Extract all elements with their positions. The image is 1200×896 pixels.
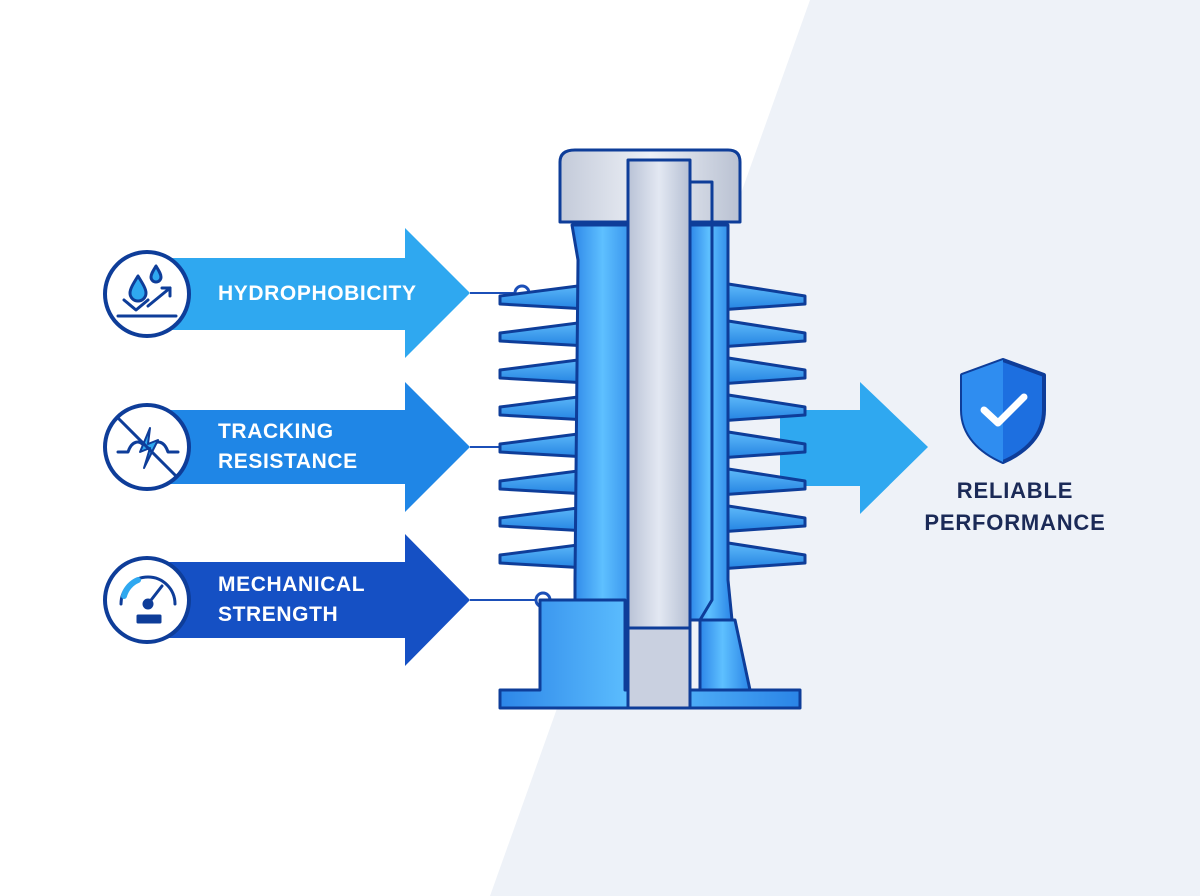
water-drops-icon bbox=[116, 264, 178, 318]
hydrophobicity-label: HYDROPHOBICITY bbox=[218, 279, 417, 309]
hydrophobicity-arrow bbox=[160, 228, 470, 358]
mechanical-strength-arrow bbox=[160, 534, 470, 666]
gauge-icon bbox=[119, 575, 177, 624]
tracking-text: TRACKING bbox=[218, 420, 334, 443]
tracking-resistance-label: TRACKING RESISTANCE bbox=[218, 417, 358, 477]
resistance-text: RESISTANCE bbox=[218, 450, 358, 473]
reliable-text: RELIABLE bbox=[956, 478, 1074, 503]
mechanical-strength-label: MECHANICAL STRENGTH bbox=[218, 570, 365, 630]
insulator bbox=[498, 148, 807, 710]
performance-text: PERFORMANCE bbox=[924, 510, 1106, 535]
strength-text: STRENGTH bbox=[218, 603, 339, 626]
shield-check-icon bbox=[960, 358, 1046, 464]
output-arrow bbox=[780, 382, 928, 514]
hydrophobicity-text: HYDROPHOBICITY bbox=[218, 282, 417, 305]
tracking-resistance-arrow bbox=[160, 382, 470, 512]
no-arc-icon bbox=[116, 416, 180, 478]
reliable-performance-label: RELIABLE PERFORMANCE bbox=[900, 475, 1130, 539]
mechanical-text: MECHANICAL bbox=[218, 573, 366, 596]
